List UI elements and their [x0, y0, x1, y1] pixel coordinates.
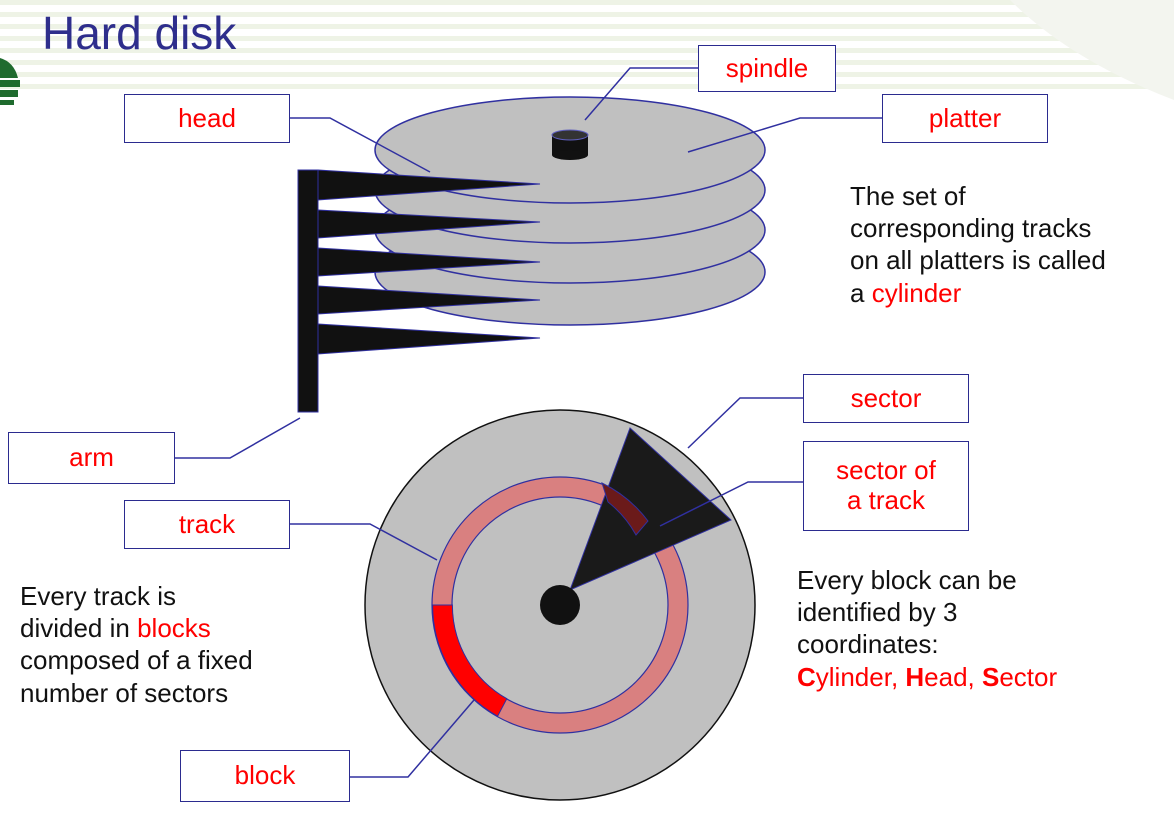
cylinder-note-prefix: a: [850, 277, 872, 308]
head-leader: [290, 117, 431, 173]
platter-leader: [687, 117, 882, 153]
spindle-shape: [551, 129, 589, 160]
sector-of-track-line1: sector of: [836, 455, 936, 486]
head-2: [317, 209, 541, 239]
sector-of-track-leader: [659, 481, 803, 527]
coordinates-note: Every block can be identified by 3 coord…: [797, 564, 1057, 693]
head-5: [317, 323, 541, 355]
corner-swoosh: [1010, 0, 1174, 100]
coordinates-note-line3: coordinates:: [797, 629, 939, 660]
blocks-highlight: blocks: [137, 613, 211, 644]
spindle-leader: [584, 67, 698, 121]
page-title: Hard disk: [42, 7, 237, 59]
arm-label: arm: [8, 432, 175, 484]
blocks-note-line4: number of sectors: [20, 677, 229, 708]
cylinder-rest: ylinder,: [815, 661, 906, 692]
cylinder-note-line4: a cylinder: [850, 277, 1106, 309]
sector-label: sector: [803, 374, 969, 423]
sector-of-track-line2: a track: [846, 485, 926, 515]
coordinates-note-line2: identified by 3: [797, 597, 958, 628]
sector-wedge: [569, 427, 732, 591]
logo-fragment: [0, 58, 20, 105]
header-stripes: [0, 0, 1174, 89]
blocks-note-prefix: divided in: [20, 613, 138, 644]
sector-rest: ector: [999, 661, 1058, 692]
head-rest: ead,: [924, 661, 982, 692]
cylinder-highlight: cylinder: [871, 277, 962, 308]
sector-leader: [687, 397, 803, 449]
block-label: block: [180, 750, 350, 802]
leader-lines: [175, 67, 882, 778]
track-leader: [290, 523, 438, 561]
cylinder-note: The set of corresponding tracks on all p…: [850, 180, 1106, 309]
track-label: track: [124, 500, 290, 549]
cylinder-initial: C: [797, 661, 816, 692]
disk-top-view: [364, 409, 756, 801]
head-initial: H: [905, 661, 925, 692]
arm-assembly: [297, 169, 541, 413]
arm-bar: [297, 169, 319, 413]
platter-label: platter: [882, 94, 1048, 143]
blocks-note: Every track is divided in blocks compose…: [20, 580, 253, 709]
head-4: [317, 285, 541, 315]
sector-of-track: [601, 482, 649, 536]
blocks-note-line1: Every track is: [20, 581, 177, 611]
cylinder-note-line3: on all platters is called: [850, 245, 1106, 276]
cylinder-note-line1: The set of: [850, 181, 966, 211]
blocks-note-line2: divided in blocks: [20, 612, 253, 644]
head-3: [317, 247, 541, 277]
sector-initial: S: [982, 661, 1000, 692]
block-leader: [350, 699, 475, 778]
disk-center: [540, 585, 580, 625]
head-1: [317, 169, 541, 201]
coordinates-note-line4: Cylinder, Head, Sector: [797, 661, 1057, 693]
block-segment: [432, 604, 508, 717]
platter-stack: [374, 96, 766, 326]
arm-leader: [175, 417, 301, 459]
spindle-label: spindle: [698, 45, 836, 92]
sector-of-track-label: sector of a track: [803, 441, 969, 531]
blocks-note-line3: composed of a fixed: [20, 645, 253, 676]
coordinates-note-line1: Every block can be: [797, 565, 1017, 595]
head-label: head: [124, 94, 290, 143]
cylinder-note-line2: corresponding tracks: [850, 213, 1092, 244]
